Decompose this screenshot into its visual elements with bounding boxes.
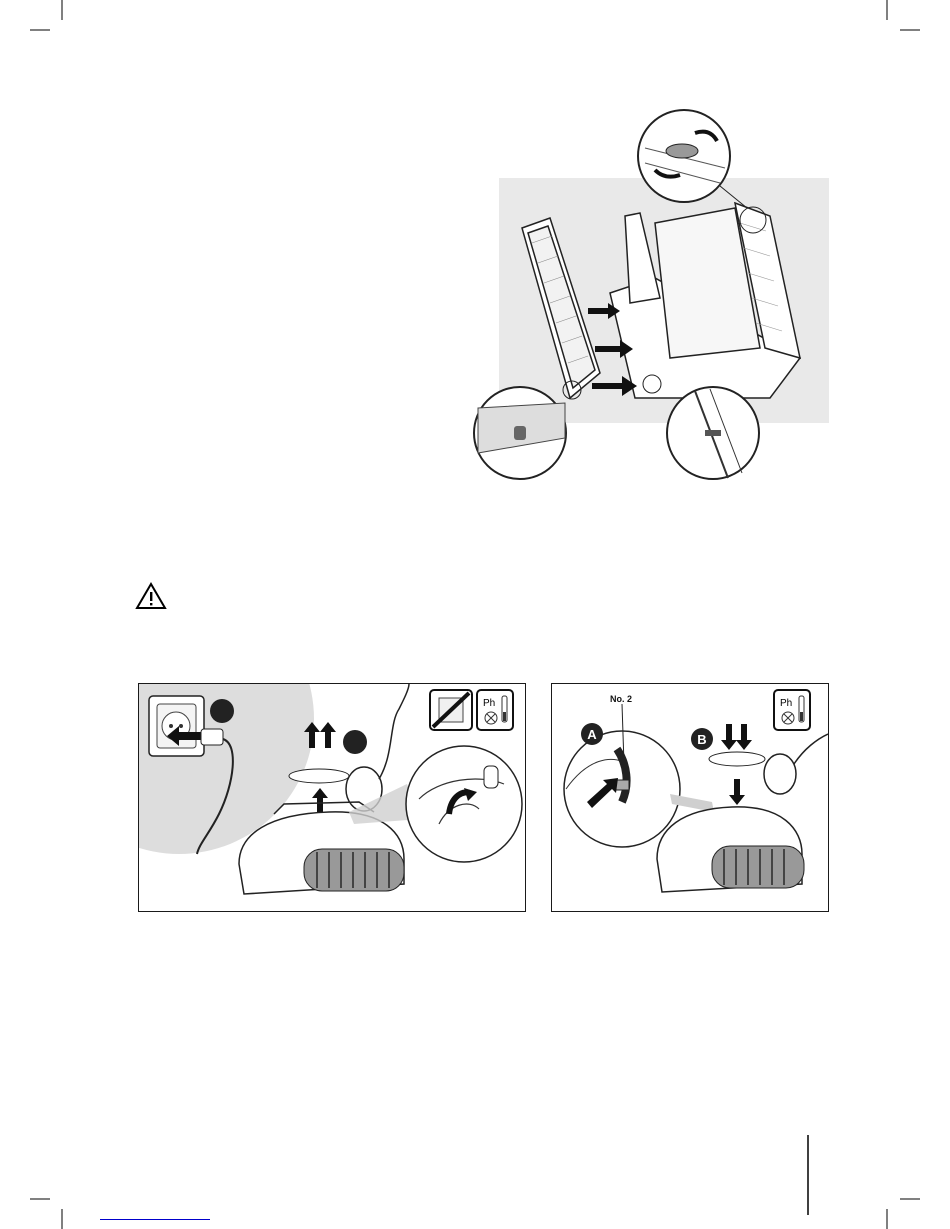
ph-label-right: Ph — [780, 698, 792, 709]
warning-triangle-icon — [135, 582, 167, 610]
filter-basket-figure — [470, 108, 830, 483]
ph-label-left: Ph — [483, 698, 495, 709]
plug-icon — [149, 696, 204, 756]
ph-icon: Ph — [477, 690, 513, 730]
reinstall-illustration: No. 2 A B Ph — [552, 684, 828, 911]
ph-icon: Ph — [774, 690, 810, 730]
filter-basket-illustration — [470, 108, 830, 483]
step-a-badge: A — [587, 727, 597, 742]
hose-label: No. 2 — [610, 694, 632, 704]
step-b-badge: B — [697, 732, 706, 747]
footer-link-underline[interactable] — [100, 1219, 210, 1220]
reinstall-filter-panel: No. 2 A B Ph — [551, 683, 829, 912]
no-power-icon — [430, 690, 472, 730]
unplug-illustration: Ph — [139, 684, 525, 911]
unplug-open-lid-panel: Ph — [138, 683, 526, 912]
